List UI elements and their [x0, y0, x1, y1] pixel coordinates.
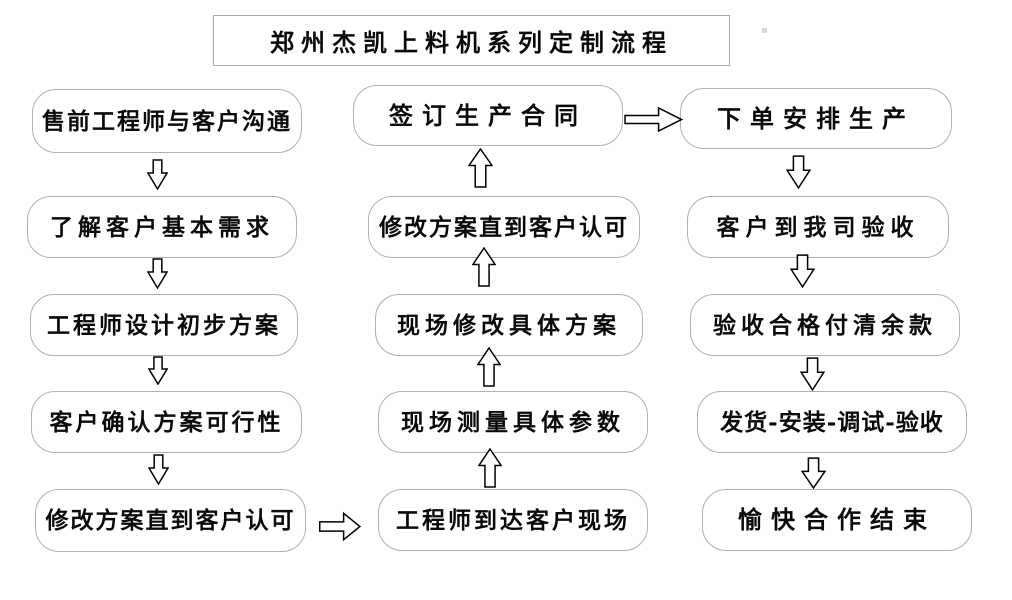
node-label: 客户确认方案可行性: [49, 408, 284, 436]
up-arrow-icon: [472, 247, 496, 287]
node-label: 现场测量具体参数: [401, 408, 625, 436]
down-arrow-icon: [148, 454, 169, 485]
node-label: 了解客户基本需求: [50, 213, 274, 241]
down-arrow-icon: [801, 457, 826, 489]
down-arrow-icon: [147, 258, 168, 289]
down-arrow-icon: [147, 159, 168, 190]
node-onsite-measure-params: 现场测量具体参数: [378, 391, 648, 453]
right-arrow-icon: [319, 511, 361, 542]
node-label: 验收合格付清余款: [713, 311, 937, 339]
node-label: 现场修改具体方案: [397, 311, 621, 339]
node-pay-balance: 验收合格付清余款: [690, 294, 960, 356]
node-label: 愉快合作结束: [738, 505, 936, 534]
node-ship-install-debug-accept: 发货-安装-调试-验收: [697, 391, 967, 453]
stray-dot: [762, 28, 767, 33]
down-arrow-icon: [148, 356, 168, 385]
node-presale-communication: 售前工程师与客户沟通: [32, 89, 302, 153]
node-understand-needs: 了解客户基本需求: [27, 196, 297, 258]
node-happy-cooperation-end: 愉快合作结束: [702, 489, 972, 551]
node-label: 售前工程师与客户沟通: [42, 107, 292, 135]
node-revise-until-approved-2: 修改方案直到客户认可: [368, 196, 640, 258]
node-sign-contract: 签订生产合同: [353, 85, 623, 146]
up-arrow-icon: [477, 347, 501, 387]
node-label: 修改方案直到客户认可: [379, 213, 629, 241]
node-place-order-production: 下单安排生产: [680, 88, 952, 149]
down-arrow-icon: [786, 155, 811, 189]
node-confirm-feasibility: 客户确认方案可行性: [31, 391, 302, 453]
down-arrow-icon: [790, 254, 815, 288]
diagram-title-box: 郑州杰凯上料机系列定制流程: [213, 15, 730, 66]
diagram-title: 郑州杰凯上料机系列定制流程: [270, 28, 673, 57]
node-label: 客户到我司验收: [716, 213, 920, 241]
node-label: 工程师到达客户现场: [396, 506, 630, 534]
down-arrow-icon: [800, 357, 825, 391]
node-engineer-arrive-site: 工程师到达客户现场: [378, 489, 648, 551]
node-label: 修改方案直到客户认可: [45, 507, 296, 534]
node-revise-until-approved: 修改方案直到客户认可: [35, 489, 306, 552]
right-arrow-icon: [624, 106, 683, 133]
node-initial-design: 工程师设计初步方案: [30, 294, 298, 356]
node-label: 下单安排生产: [717, 103, 915, 133]
node-onsite-revise-plan: 现场修改具体方案: [375, 294, 643, 356]
up-arrow-icon: [468, 148, 493, 188]
node-label: 签订生产合同: [389, 100, 587, 130]
node-label: 工程师设计初步方案: [47, 311, 281, 339]
node-customer-acceptance-visit: 客户到我司验收: [687, 196, 949, 258]
up-arrow-icon: [478, 448, 502, 488]
node-label: 发货-安装-调试-验收: [720, 408, 944, 436]
